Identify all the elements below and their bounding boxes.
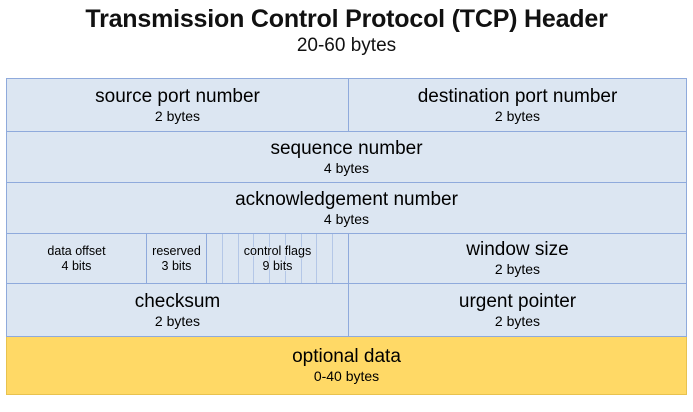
field-control-flags: control flags 9 bits — [206, 233, 349, 284]
table-row: checksum 2 bytes urgent pointer 2 bytes — [6, 283, 687, 337]
field-acknowledgement-number: acknowledgement number 4 bytes — [6, 182, 687, 234]
table-row: sequence number 4 bytes — [6, 131, 687, 183]
field-label: sequence number — [270, 137, 423, 159]
field-size: 2 bytes — [494, 312, 541, 329]
title-block: Transmission Control Protocol (TCP) Head… — [0, 0, 693, 58]
field-label: reserved — [152, 243, 201, 258]
field-label: checksum — [134, 290, 221, 312]
page-title: Transmission Control Protocol (TCP) Head… — [85, 5, 608, 33]
table-row: acknowledgement number 4 bytes — [6, 182, 687, 234]
field-source-port: source port number 2 bytes — [6, 78, 349, 132]
field-sequence-number: sequence number 4 bytes — [6, 131, 687, 183]
field-checksum: checksum 2 bytes — [6, 283, 349, 337]
control-flag-bit — [254, 234, 271, 283]
field-size: 2 bytes — [154, 312, 201, 329]
field-label: data offset — [47, 243, 106, 258]
control-flag-bit — [207, 234, 223, 283]
control-flag-bit — [239, 234, 255, 283]
field-urgent-pointer: urgent pointer 2 bytes — [348, 283, 687, 337]
control-flag-bit — [223, 234, 239, 283]
field-size: 4 bytes — [323, 159, 370, 176]
field-label: source port number — [95, 85, 260, 107]
field-size: 2 bytes — [154, 107, 201, 124]
field-window-size: window size 2 bytes — [348, 233, 687, 284]
field-reserved: reserved 3 bits — [146, 233, 207, 284]
control-flag-bit — [317, 234, 334, 283]
field-destination-port: destination port number 2 bytes — [348, 78, 687, 132]
field-label: acknowledgement number — [235, 188, 458, 210]
control-flag-bit — [270, 234, 286, 283]
table-row: source port number 2 bytes destination p… — [6, 78, 687, 132]
field-size: 4 bits — [61, 258, 92, 273]
field-size: 4 bytes — [323, 210, 370, 227]
field-optional-data: optional data 0-40 bytes — [6, 336, 687, 395]
table-row: data offset 4 bits reserved 3 bits — [6, 233, 687, 284]
field-label: optional data — [292, 346, 401, 367]
control-flags-bit-grid — [207, 234, 348, 283]
tcp-header-table: source port number 2 bytes destination p… — [6, 78, 687, 395]
table-row: optional data 0-40 bytes — [6, 336, 687, 395]
field-size: 3 bits — [161, 258, 192, 273]
field-label: window size — [466, 239, 569, 260]
page-subtitle: 20-60 bytes — [296, 35, 397, 56]
control-flag-bit — [286, 234, 302, 283]
control-flag-bit — [333, 234, 348, 283]
control-flag-bit — [302, 234, 318, 283]
field-size: 2 bytes — [494, 107, 541, 124]
field-size: 2 bytes — [494, 261, 541, 277]
field-label: destination port number — [417, 85, 618, 107]
field-size: 0-40 bytes — [313, 368, 380, 384]
field-data-offset: data offset 4 bits — [6, 233, 147, 284]
field-label: urgent pointer — [458, 290, 577, 312]
